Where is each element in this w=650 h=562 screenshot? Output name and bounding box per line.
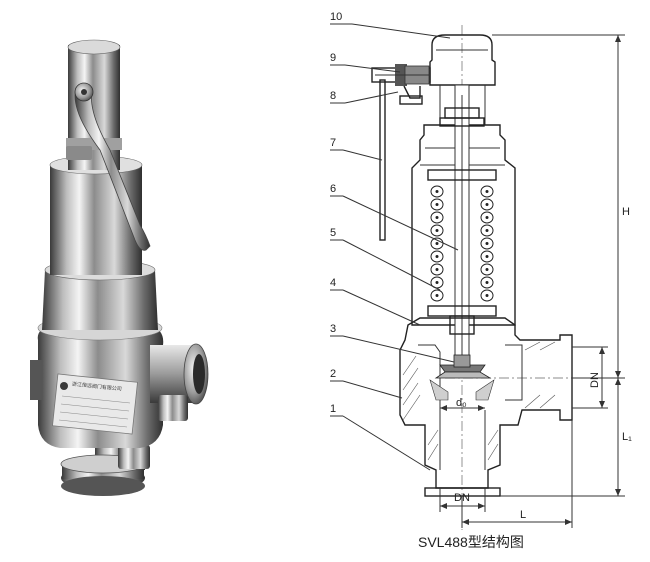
spring-coil-center xyxy=(435,216,439,219)
spring-coil-center xyxy=(485,190,489,193)
part-number-6: 6 xyxy=(330,183,336,195)
spring-coil-center xyxy=(485,242,489,245)
bottom-flange xyxy=(60,440,150,496)
spring-coil-center xyxy=(485,203,489,206)
part-number-2: 2 xyxy=(330,368,336,380)
spring-coil-center xyxy=(435,203,439,206)
part-number-9: 9 xyxy=(330,52,336,64)
spring-coil-center xyxy=(485,255,489,258)
spring-coil-center xyxy=(485,294,489,297)
part-callouts: 10 9 8 7 6 5 4 3 2 1 xyxy=(330,11,459,471)
dim-label-H: H xyxy=(622,206,630,218)
caption-text: SVL488型结构图 xyxy=(418,534,524,550)
spring-coil-center xyxy=(435,268,439,271)
spring-coil-center xyxy=(485,229,489,232)
spring-coil-center xyxy=(435,294,439,297)
part-number-3: 3 xyxy=(330,323,336,335)
dim-label-d0: d₀ xyxy=(456,397,467,409)
body-section xyxy=(399,317,573,489)
lever-handle xyxy=(66,82,151,251)
valve-photo: 浙江恒远阀门有限公司 xyxy=(30,39,209,496)
nameplate: 浙江恒远阀门有限公司 xyxy=(52,373,138,435)
spring-coil-center xyxy=(485,281,489,284)
part-number-4: 4 xyxy=(330,277,336,289)
spring-coil-center xyxy=(485,216,489,219)
dimension-d0: d₀ xyxy=(440,397,485,411)
dim-label-L: L xyxy=(520,509,526,521)
part-number-10: 10 xyxy=(330,11,342,23)
dimension-L: L xyxy=(461,420,573,528)
side-outlet xyxy=(150,343,209,421)
spring-coil-center xyxy=(435,281,439,284)
stem xyxy=(439,84,485,371)
dim-label-L1: L₁ xyxy=(622,431,632,443)
spring xyxy=(430,185,494,302)
spring-coil-center xyxy=(435,190,439,193)
upper-spring-seat xyxy=(427,169,497,181)
dimension-H: H xyxy=(492,34,630,379)
dimension-L1: L₁ xyxy=(500,378,632,497)
part-number-7: 7 xyxy=(330,137,336,149)
part-number-5: 5 xyxy=(330,227,336,239)
disc-and-seat xyxy=(429,354,495,401)
cap-tube xyxy=(66,39,122,170)
dimension-DN-side: DN xyxy=(572,346,608,409)
spring-coil-center xyxy=(485,268,489,271)
lever-mechanism xyxy=(371,64,431,241)
spring-coil-center xyxy=(435,229,439,232)
stem-guide xyxy=(449,315,475,335)
spring-coil-center xyxy=(435,255,439,258)
dim-label-DN-side: DN xyxy=(589,372,601,388)
part-number-1: 1 xyxy=(330,403,336,415)
part-number-8: 8 xyxy=(330,90,336,102)
spring-coil-center xyxy=(435,242,439,245)
